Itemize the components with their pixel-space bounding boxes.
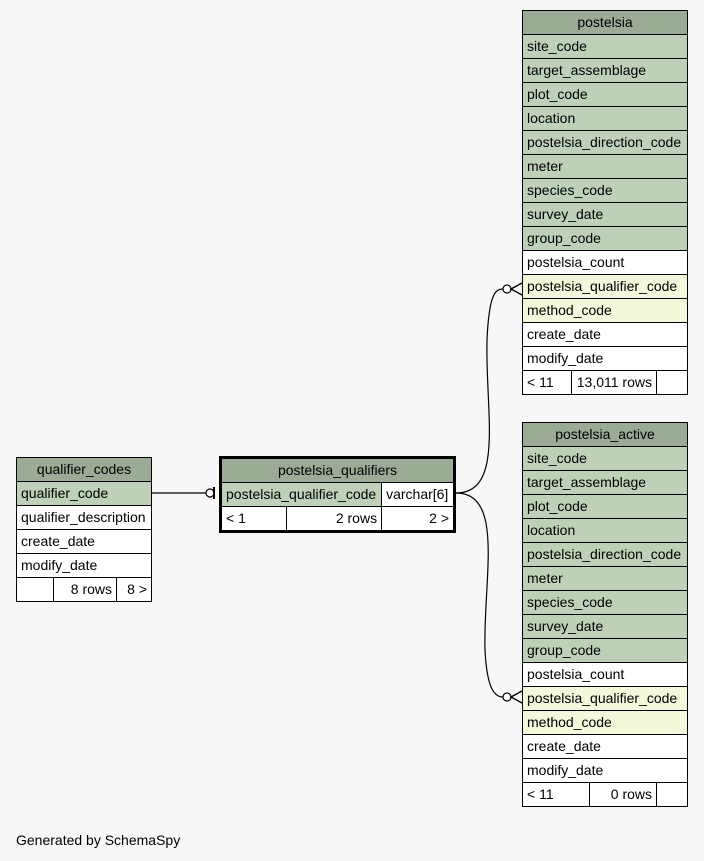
column-method-code[interactable]: method_code <box>522 710 688 735</box>
edge-postelsia-qualifiers-to-postelsia <box>455 288 504 494</box>
column-plot-code[interactable]: plot_code <box>522 494 688 519</box>
column-location[interactable]: location <box>522 518 688 543</box>
table-header[interactable]: postelsia_qualifiers <box>220 457 455 483</box>
column-site-code[interactable]: site_code <box>522 446 688 471</box>
column-target-assemblage[interactable]: target_assemblage <box>522 470 688 495</box>
column-postelsia-qualifier-code[interactable]: postelsia_qualifier_code <box>522 274 688 299</box>
column-survey-date[interactable]: survey_date <box>522 614 688 639</box>
parents-count: < 1 <box>220 506 287 532</box>
column-postelsia-qualifier-code[interactable]: postelsia_qualifier_code <box>522 686 688 711</box>
column-group-code[interactable]: group_code <box>522 226 688 251</box>
column-create-date[interactable]: create_date <box>16 529 152 554</box>
edge-many-marker <box>509 282 523 296</box>
table-header[interactable]: postelsia_active <box>522 422 688 447</box>
row-count: 8 rows <box>53 577 117 602</box>
column-survey-date[interactable]: survey_date <box>522 202 688 227</box>
edge-many-marker <box>509 690 523 704</box>
column-modify-date[interactable]: modify_date <box>522 758 688 783</box>
edge-postelsia-qualifiers-to-postelsia-active <box>455 492 504 698</box>
column-site-code[interactable]: site_code <box>522 34 688 59</box>
column-postelsia-direction-code[interactable]: postelsia_direction_code <box>522 130 688 155</box>
column-postelsia-count[interactable]: postelsia_count <box>522 662 688 687</box>
column-method-code[interactable]: method_code <box>522 298 688 323</box>
row-count: 2 rows <box>285 506 383 532</box>
parents-count <box>16 577 54 602</box>
column-group-code[interactable]: group_code <box>522 638 688 663</box>
column-target-assemblage[interactable]: target_assemblage <box>522 58 688 83</box>
parents-count: < 11 <box>522 782 590 807</box>
column-modify-date[interactable]: modify_date <box>16 553 152 578</box>
table-header[interactable]: postelsia <box>522 10 688 35</box>
column-qualifier-description[interactable]: qualifier_description <box>16 505 152 530</box>
column-meter[interactable]: meter <box>522 566 688 591</box>
row-count: 0 rows <box>589 782 657 807</box>
generated-by-footer: Generated by SchemaSpy <box>16 832 181 848</box>
column-plot-code[interactable]: plot_code <box>522 82 688 107</box>
table-postelsia-qualifiers[interactable]: postelsia_qualifiers postelsia_qualifier… <box>219 456 456 533</box>
column-modify-date[interactable]: modify_date <box>522 346 688 371</box>
column-qualifier-code[interactable]: qualifier_code <box>16 481 152 506</box>
children-count: 2 > <box>381 506 455 532</box>
column-location[interactable]: location <box>522 106 688 131</box>
children-count <box>656 370 688 395</box>
row-count: 13,011 rows <box>571 370 657 395</box>
parents-count: < 11 <box>522 370 572 395</box>
column-postelsia-direction-code[interactable]: postelsia_direction_code <box>522 542 688 567</box>
children-count <box>656 782 688 807</box>
column-create-date[interactable]: create_date <box>522 322 688 347</box>
column-create-date[interactable]: create_date <box>522 734 688 759</box>
table-header[interactable]: qualifier_codes <box>16 457 152 482</box>
column-meter[interactable]: meter <box>522 154 688 179</box>
children-count: 8 > <box>116 577 152 602</box>
column-postelsia-qualifier-code[interactable]: postelsia_qualifier_code <box>219 482 383 507</box>
edge-optional-marker <box>205 488 215 498</box>
column-type: varchar[6] <box>381 482 455 507</box>
column-postelsia-count[interactable]: postelsia_count <box>522 250 688 275</box>
column-species-code[interactable]: species_code <box>522 590 688 615</box>
column-species-code[interactable]: species_code <box>522 178 688 203</box>
